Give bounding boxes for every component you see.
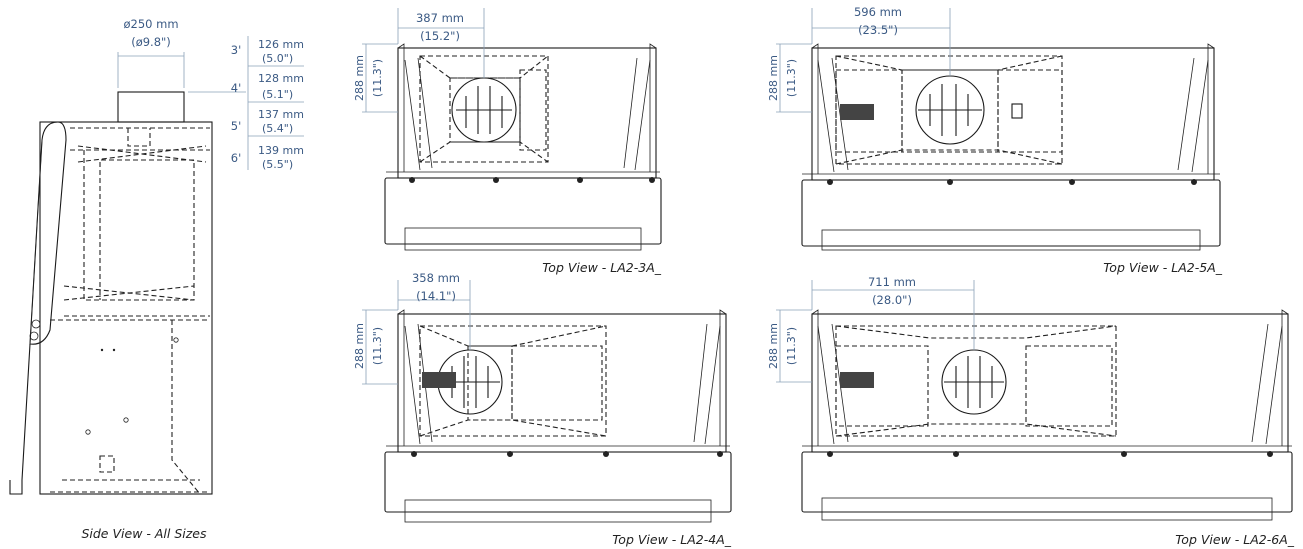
top-view-la2-5a [776,8,1221,251]
duct-collar [117,91,185,123]
size-label-3: 3' [231,43,241,57]
depth-mm-3a: 288 mm [353,55,366,101]
caption-5a: Top View - LA2-5A_ [1103,260,1223,275]
height-mm-6: 139 mm [258,144,304,157]
cabinet-outline [39,121,213,495]
caption-4a: Top View - LA2-4A_ [612,532,732,547]
side-view-caption: Side View - All Sizes [81,526,207,541]
caption-6a: Top View - LA2-6A_ [1175,532,1295,547]
depth-mm-4a: 288 mm [353,323,366,369]
top-view-la2-6a [776,280,1293,521]
depth-in-5a: (11.3") [785,59,798,97]
top-view-la2-3a [362,8,662,251]
offset-mm-6a: 711 mm [868,275,916,289]
height-mm-5: 137 mm [258,108,304,121]
size-label-5: 5' [231,119,241,133]
height-in-6: (5.5") [262,158,293,171]
height-in-5: (5.4") [262,122,293,135]
height-in-4: (5.1") [262,88,293,101]
size-label-4: 4' [231,81,241,95]
side-diameter-in: (ø9.8") [131,35,171,49]
offset-mm-4a: 358 mm [412,271,460,285]
offset-mm-3a: 387 mm [416,11,464,25]
offset-mm-5a: 596 mm [854,5,902,19]
top-view-la2-4a [362,280,732,523]
depth-mm-5a: 288 mm [767,55,780,101]
depth-in-6a: (11.3") [785,327,798,365]
depth-mm-6a: 288 mm [767,323,780,369]
caption-3a: Top View - LA2-3A_ [542,260,662,275]
height-in-3: (5.0") [262,52,293,65]
size-label-6: 6' [231,151,241,165]
height-mm-3: 126 mm [258,38,304,51]
depth-in-4a: (11.3") [371,327,384,365]
offset-in-4a: (14.1") [416,289,456,303]
offset-in-3a: (15.2") [420,29,460,43]
side-diameter-mm: ø250 mm [123,17,178,31]
height-mm-4: 128 mm [258,72,304,85]
offset-in-6a: (28.0") [872,293,912,307]
offset-in-5a: (23.5") [858,23,898,37]
depth-in-3a: (11.3") [371,59,384,97]
side-view [9,36,304,495]
sash-front [29,121,67,345]
